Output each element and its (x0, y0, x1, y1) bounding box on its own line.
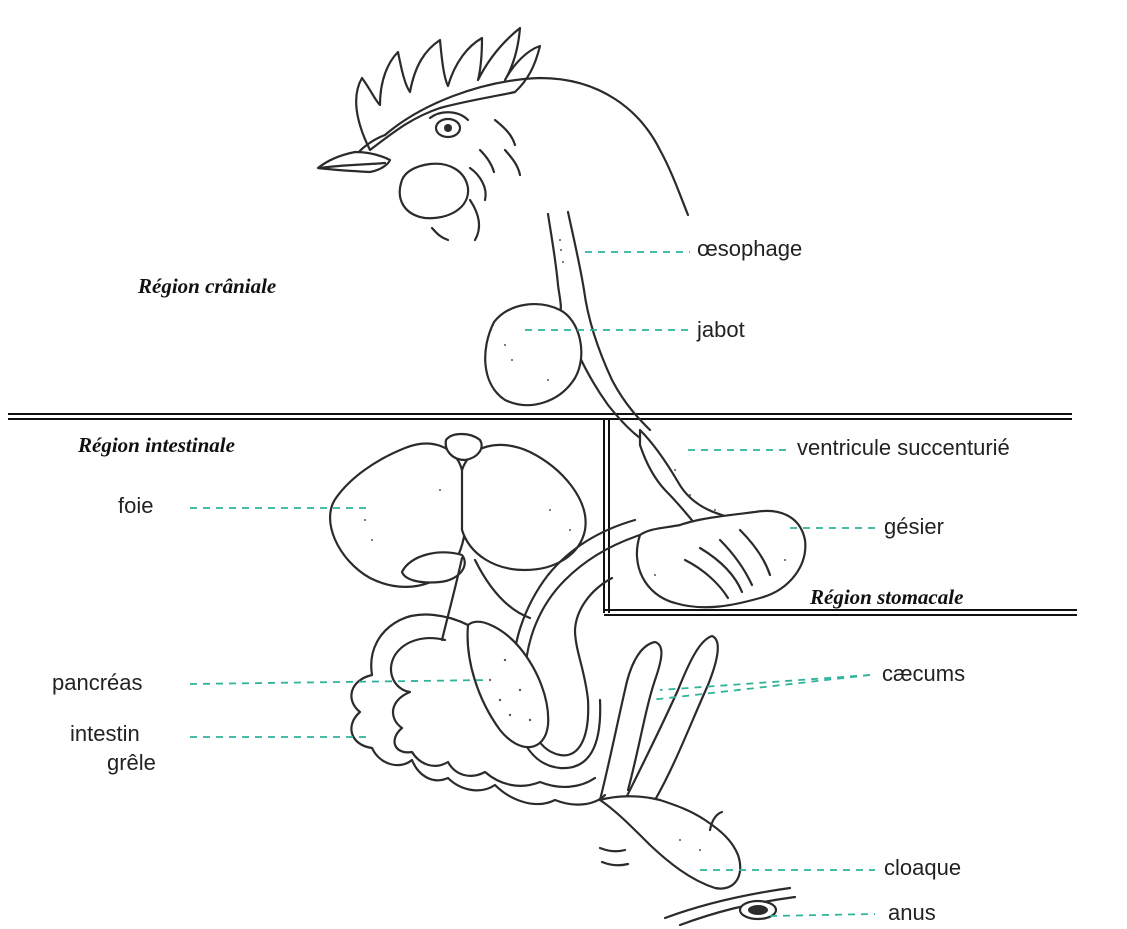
region-intestinal-label: Région intestinale (77, 433, 235, 457)
liver (330, 434, 586, 587)
label-caeca: cæcums (882, 661, 965, 686)
pancreas (468, 622, 549, 747)
label-liver: foie (118, 493, 153, 518)
beak (318, 152, 390, 172)
label-anus: anus (888, 900, 936, 925)
label-cloaca: cloaque (884, 855, 961, 880)
label-small-intestine-line1: intestin (70, 721, 140, 746)
wattle (400, 164, 468, 219)
chicken-head (318, 28, 688, 240)
gizzard (637, 511, 805, 607)
cloaca (600, 796, 740, 888)
caeca (600, 636, 718, 810)
crop (485, 304, 581, 405)
region-cranial-label: Région crâniale (137, 274, 276, 298)
label-small-intestine-line2: grêle (107, 750, 156, 775)
label-oesophagus: œsophage (697, 236, 802, 261)
label-gizzard: gésier (884, 514, 944, 539)
label-pancreas: pancréas (52, 670, 143, 695)
label-crop: jabot (696, 317, 745, 342)
label-proventriculus: ventricule succenturié (797, 435, 1010, 460)
region-stomach-label: Région stomacale (809, 585, 963, 609)
